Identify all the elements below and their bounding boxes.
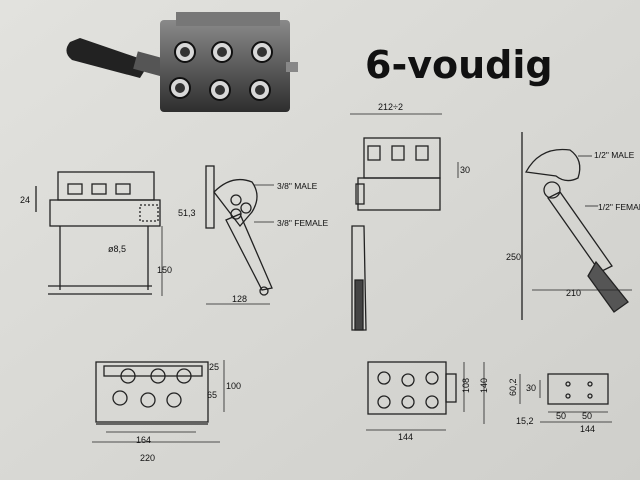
page-title: 6-voudig	[365, 43, 553, 87]
top-dim-220: 220	[140, 453, 155, 463]
top-dim-25: 25	[209, 362, 219, 372]
large-top-view-drawing	[366, 361, 485, 431]
large-side-port-male: 1/2" MALE	[594, 150, 635, 160]
large-top-dim-108: 108	[461, 378, 471, 393]
large-front-dim-width: 212÷2	[378, 102, 403, 112]
flange-dim-50b: 50	[582, 411, 592, 421]
side-dim-length: 128	[232, 294, 247, 304]
side-port-female: 3/8" FEMALE	[277, 218, 329, 228]
large-top-dim-144: 144	[398, 432, 413, 442]
front-view-drawing	[35, 171, 163, 296]
flange-dim-15-2: 15,2	[516, 416, 534, 426]
top-dim-65: 65	[207, 390, 217, 400]
front-dim-bracket: 150	[157, 265, 172, 275]
large-side-view-drawing	[521, 132, 632, 320]
flange-dim-144: 144	[580, 424, 595, 434]
side-dim-offset: 51,3	[178, 208, 196, 218]
flange-dim-50a: 50	[556, 411, 566, 421]
large-top-dim-140: 140	[479, 378, 489, 393]
top-dim-164: 164	[136, 435, 151, 445]
large-side-dim-210: 210	[566, 288, 581, 298]
large-front-view-drawing	[350, 113, 459, 331]
side-port-male: 3/8" MALE	[277, 181, 318, 191]
front-dim-height: 24	[20, 195, 30, 205]
flange-drawing	[519, 373, 612, 423]
product-photo	[66, 12, 298, 112]
flange-dim-60-2: 60,2	[508, 378, 518, 396]
front-dim-bore: ø8,5	[108, 244, 126, 254]
top-dim-100: 100	[226, 381, 241, 391]
top-view-drawing	[92, 360, 225, 443]
large-front-dim-30: 30	[460, 165, 470, 175]
large-side-port-female: 1/2" FEMAL	[598, 202, 640, 212]
side-view-drawing	[205, 165, 273, 305]
flange-dim-30: 30	[526, 383, 536, 393]
large-side-dim-250: 250	[506, 252, 521, 262]
